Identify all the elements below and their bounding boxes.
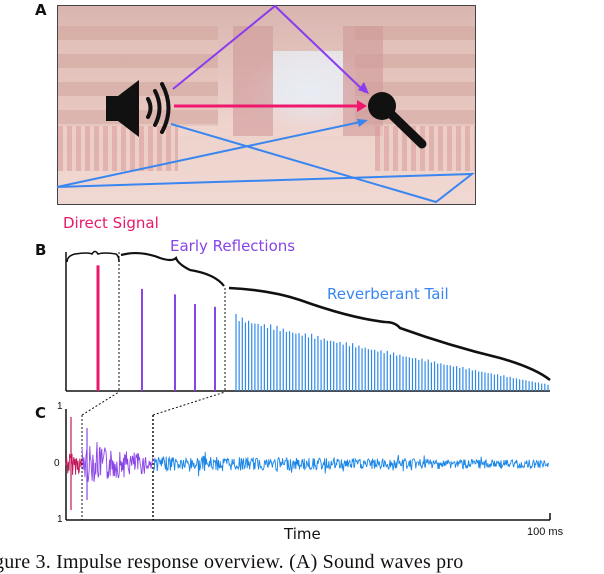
microphone-icon <box>368 92 427 149</box>
x-axis-title: Time <box>284 525 321 543</box>
direct-signal-label: Direct Signal <box>63 214 159 232</box>
ytick-zero: 0 <box>54 458 60 469</box>
ytick-bottom: 1 <box>57 514 63 525</box>
panel-c-label: C <box>35 404 47 422</box>
figure-caption: gure 3. Impulse response overview. (A) S… <box>0 551 464 573</box>
echogram-chart <box>65 250 551 392</box>
x-end-label: 100 ms <box>527 526 564 538</box>
reverberant-tail-label: Reverberant Tail <box>327 285 449 303</box>
panel-a-overlay <box>56 4 476 204</box>
early-reflections-label: Early Reflections <box>170 237 296 255</box>
panel-a-label: A <box>35 1 47 19</box>
panel-b-label: B <box>35 241 47 259</box>
ytick-top: 1 <box>57 401 63 412</box>
speaker-icon <box>106 80 171 137</box>
